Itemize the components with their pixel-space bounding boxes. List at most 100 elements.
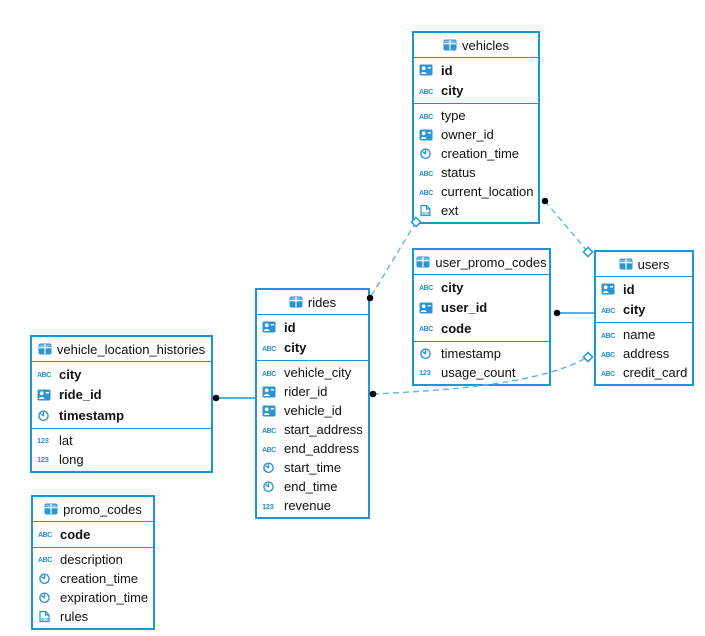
relation-dot-marker bbox=[369, 390, 377, 398]
table-header[interactable]: rides bbox=[257, 290, 368, 315]
column-row-creation_time[interactable]: creation_time bbox=[414, 144, 538, 163]
timestamp-type-icon bbox=[37, 409, 55, 422]
column-row-vehicle_id[interactable]: vehicle_id bbox=[257, 401, 368, 420]
table-icon bbox=[289, 296, 303, 308]
table-header[interactable]: user_promo_codes bbox=[414, 250, 549, 275]
column-row-rider_id[interactable]: rider_id bbox=[257, 382, 368, 401]
column-row-timestamp[interactable]: timestamp bbox=[414, 344, 549, 363]
svg-text:ABC: ABC bbox=[38, 557, 52, 564]
table-icon bbox=[619, 258, 633, 270]
column-row-rules[interactable]: JSON rules bbox=[33, 607, 153, 626]
svg-text:123: 123 bbox=[37, 455, 49, 464]
text-type-icon: ABC bbox=[262, 343, 280, 353]
column-row-code[interactable]: ABC code bbox=[33, 524, 153, 545]
text-type-icon: ABC bbox=[262, 444, 280, 454]
column-row-creation_time[interactable]: creation_time bbox=[33, 569, 153, 588]
relation-line[interactable] bbox=[369, 221, 417, 299]
relation-diamond-marker bbox=[582, 246, 594, 258]
column-row-city[interactable]: ABC city bbox=[257, 338, 368, 359]
column-row-id[interactable]: id bbox=[414, 60, 538, 81]
json-type-icon: JSON bbox=[38, 610, 56, 623]
text-type-icon: ABC bbox=[38, 554, 56, 564]
column-row-owner_id[interactable]: owner_id bbox=[414, 125, 538, 144]
table-name: vehicles bbox=[462, 37, 509, 53]
table-header[interactable]: vehicles bbox=[414, 33, 538, 58]
column-row-ext[interactable]: JSON ext bbox=[414, 201, 538, 220]
column-label: credit_card bbox=[623, 365, 688, 380]
column-label: timestamp bbox=[441, 345, 501, 361]
column-row-ride_id[interactable]: ride_id bbox=[32, 385, 211, 406]
column-row-id[interactable]: id bbox=[257, 317, 368, 338]
column-label: rules bbox=[60, 608, 89, 624]
relation-dot-marker bbox=[212, 394, 220, 402]
table-icon bbox=[38, 343, 52, 355]
column-row-expiration_time[interactable]: expiration_time bbox=[33, 588, 153, 607]
json-type-icon: JSON bbox=[419, 204, 437, 217]
svg-text:JSON: JSON bbox=[40, 617, 50, 621]
table-header[interactable]: vehicle_location_histories bbox=[32, 337, 211, 362]
table-header[interactable]: users bbox=[596, 252, 692, 277]
relation-vehicle_location_histories-to-rides[interactable] bbox=[212, 394, 255, 402]
column-row-timestamp[interactable]: timestamp bbox=[32, 405, 211, 426]
column-label: start_time bbox=[284, 460, 342, 475]
column-row-user_id[interactable]: user_id bbox=[414, 298, 549, 319]
column-label: city bbox=[284, 340, 307, 356]
svg-text:ABC: ABC bbox=[262, 447, 276, 454]
column-row-end_time[interactable]: end_time bbox=[257, 477, 368, 496]
text-type-icon: ABC bbox=[419, 86, 437, 96]
text-type-icon: ABC bbox=[601, 305, 619, 315]
table-name: promo_codes bbox=[63, 501, 142, 517]
svg-text:123: 123 bbox=[419, 368, 431, 377]
table-header[interactable]: promo_codes bbox=[33, 497, 153, 522]
table-name: vehicle_location_histories bbox=[56, 341, 206, 357]
column-row-id[interactable]: id bbox=[596, 279, 692, 300]
svg-text:ABC: ABC bbox=[38, 532, 52, 539]
svg-text:ABC: ABC bbox=[262, 428, 276, 435]
table-name: rides bbox=[307, 294, 337, 310]
relation-user_promo_codes-to-users[interactable] bbox=[553, 309, 594, 317]
column-row-start_time[interactable]: start_time bbox=[257, 458, 368, 477]
column-label: id bbox=[623, 281, 635, 297]
column-label: code bbox=[60, 526, 91, 542]
number-type-icon: 123 bbox=[419, 367, 437, 377]
column-label: timestamp bbox=[59, 407, 125, 423]
column-label: ext bbox=[441, 203, 459, 218]
relation-line[interactable] bbox=[544, 200, 589, 253]
column-label: lat bbox=[59, 432, 73, 448]
uuid-id-icon bbox=[419, 302, 437, 314]
table-name: users bbox=[637, 256, 670, 272]
column-label: user_id bbox=[441, 300, 488, 316]
column-label: end_time bbox=[284, 479, 338, 494]
